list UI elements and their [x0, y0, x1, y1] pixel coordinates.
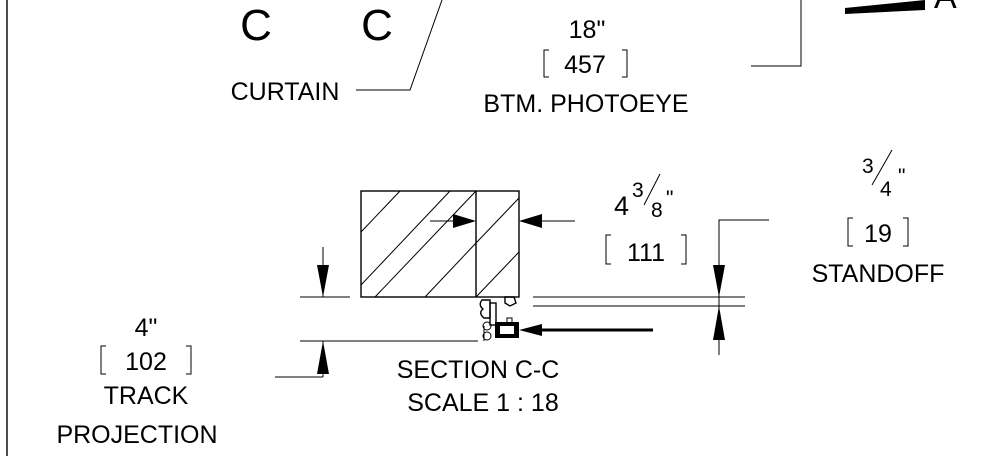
standoff-dimension: 3 4 " 19 STANDOFF — [812, 149, 945, 288]
standoff-arrow-up — [713, 306, 725, 340]
svg-text:3: 3 — [862, 155, 874, 178]
photoeye-leader — [751, 0, 802, 67]
section-mark-right: C — [361, 1, 393, 50]
section-scale: SCALE 1 : 18 — [407, 389, 558, 417]
svg-text:4: 4 — [614, 191, 629, 221]
svg-text:STANDOFF: STANDOFF — [812, 260, 945, 288]
view-marker: A — [934, 0, 957, 16]
svg-text:8: 8 — [651, 199, 663, 222]
svg-text:19: 19 — [864, 220, 892, 248]
btm-photoeye-imperial: 18" — [569, 16, 606, 44]
depth-dimension: 4 3 8 " 111 — [605, 173, 687, 267]
btm-photoeye-label: BTM. PHOTOEYE — [483, 90, 688, 118]
svg-text:102: 102 — [125, 348, 167, 376]
svg-text:3: 3 — [632, 179, 644, 202]
curtain-leader — [356, 0, 443, 91]
svg-text:": " — [898, 165, 905, 188]
track-arrow-down — [317, 265, 329, 297]
depth-arrowhead-right — [519, 214, 542, 228]
track-hardware — [479, 296, 653, 341]
view-arrow-icon — [845, 0, 925, 14]
svg-text:": " — [666, 187, 673, 210]
depth-arrowhead-left — [453, 214, 476, 228]
svg-text:PROJECTION: PROJECTION — [56, 421, 217, 449]
svg-text:4: 4 — [880, 178, 892, 201]
svg-text:457: 457 — [564, 51, 606, 79]
section-title: SECTION C-C — [397, 356, 560, 384]
track-arrow-up — [317, 341, 329, 374]
curtain-label: CURTAIN — [231, 78, 340, 106]
svg-text:TRACK: TRACK — [104, 382, 189, 410]
standoff-arrow-down — [713, 265, 725, 297]
curtain-box — [360, 190, 520, 298]
btm-photoeye-metric: 457 — [543, 49, 628, 79]
svg-text:111: 111 — [627, 239, 665, 267]
standoff-leader — [718, 219, 769, 355]
section-mark-left: C — [240, 1, 272, 50]
track-projection-dimension: 4" 102 TRACK PROJECTION — [56, 314, 217, 449]
svg-text:4": 4" — [135, 314, 158, 342]
